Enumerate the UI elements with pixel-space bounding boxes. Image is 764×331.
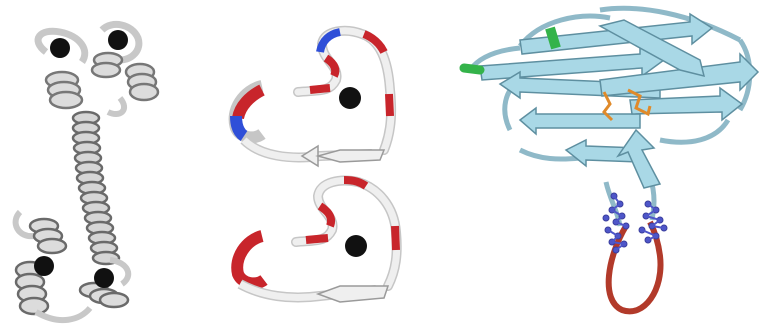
blue-segment bbox=[236, 116, 244, 136]
red-segment bbox=[310, 88, 330, 90]
metal-ion bbox=[50, 38, 70, 58]
panel-helical-protein bbox=[16, 24, 158, 320]
panel-beta-sheet-protein bbox=[464, 8, 758, 311]
green-segment bbox=[550, 28, 556, 48]
green-segment bbox=[464, 68, 480, 70]
metal-ion bbox=[34, 256, 54, 276]
beta-strands bbox=[480, 14, 758, 188]
lower-domain bbox=[237, 180, 396, 302]
loop bbox=[108, 98, 124, 114]
red-segment bbox=[389, 94, 390, 116]
upper-domain bbox=[235, 31, 392, 166]
red-segment bbox=[326, 58, 335, 76]
panel-zinc-finger-pair bbox=[235, 31, 397, 302]
metal-ion bbox=[345, 235, 367, 257]
metal-ion bbox=[94, 268, 114, 288]
red-segment bbox=[395, 226, 396, 250]
red-segment bbox=[237, 236, 264, 283]
red-segment bbox=[320, 206, 331, 226]
red-segment bbox=[306, 238, 328, 240]
central-helix bbox=[73, 112, 119, 264]
metal-ion bbox=[108, 30, 128, 50]
top-helix bbox=[46, 53, 158, 108]
metal-ion bbox=[339, 87, 361, 109]
